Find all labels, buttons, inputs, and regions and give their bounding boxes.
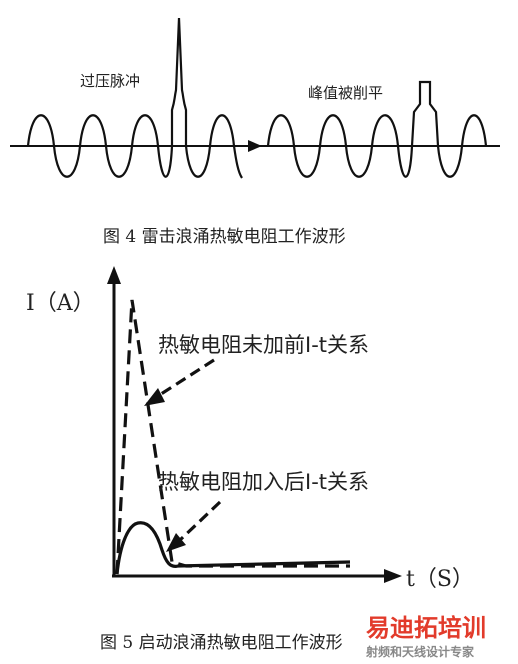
watermark-main: 易迪拓培训	[366, 614, 486, 642]
fig5-annotation-before: 热敏电阻未加前I-t关系	[158, 333, 369, 357]
watermark-sub: 射频和天线设计专家	[365, 644, 475, 659]
fig5-arrow-before-head	[144, 388, 165, 406]
fig5-y-axis-label: I（A）	[26, 291, 95, 316]
fig5-arrow-after-line	[178, 500, 222, 542]
fig4-right-waveform	[266, 80, 488, 178]
fig4-caption: 图 4 雷击浪涌热敏电阻工作波形	[103, 227, 346, 247]
fig5-diagram: I（A） t（S） 热敏电阻未加前I-t关系 热敏电阻加入后I-t关系	[26, 266, 474, 592]
fig5-caption: 图 5 启动浪涌热敏电阻工作波形	[100, 633, 343, 653]
fig4-label-pulse: 过压脉冲	[80, 72, 140, 90]
fig4-diagram: 过压脉冲 峰值被削平	[10, 17, 500, 179]
watermark: 易迪拓培训 射频和天线设计专家	[365, 614, 486, 659]
fig5-x-axis-label: t（S）	[406, 567, 474, 592]
fig5-curve-after	[115, 521, 351, 575]
fig4-left-waveform	[26, 17, 243, 179]
fig5-arrow-before-line	[157, 358, 215, 398]
fig4-label-clipped: 峰值被削平	[308, 84, 383, 102]
fig5-x-axis-arrow	[384, 569, 402, 583]
fig4-arrow-head	[248, 140, 262, 152]
fig5-annotation-after: 热敏电阻加入后I-t关系	[158, 470, 369, 494]
fig5-y-axis-arrow	[107, 266, 121, 284]
fig5-arrow-after-head	[166, 533, 186, 552]
